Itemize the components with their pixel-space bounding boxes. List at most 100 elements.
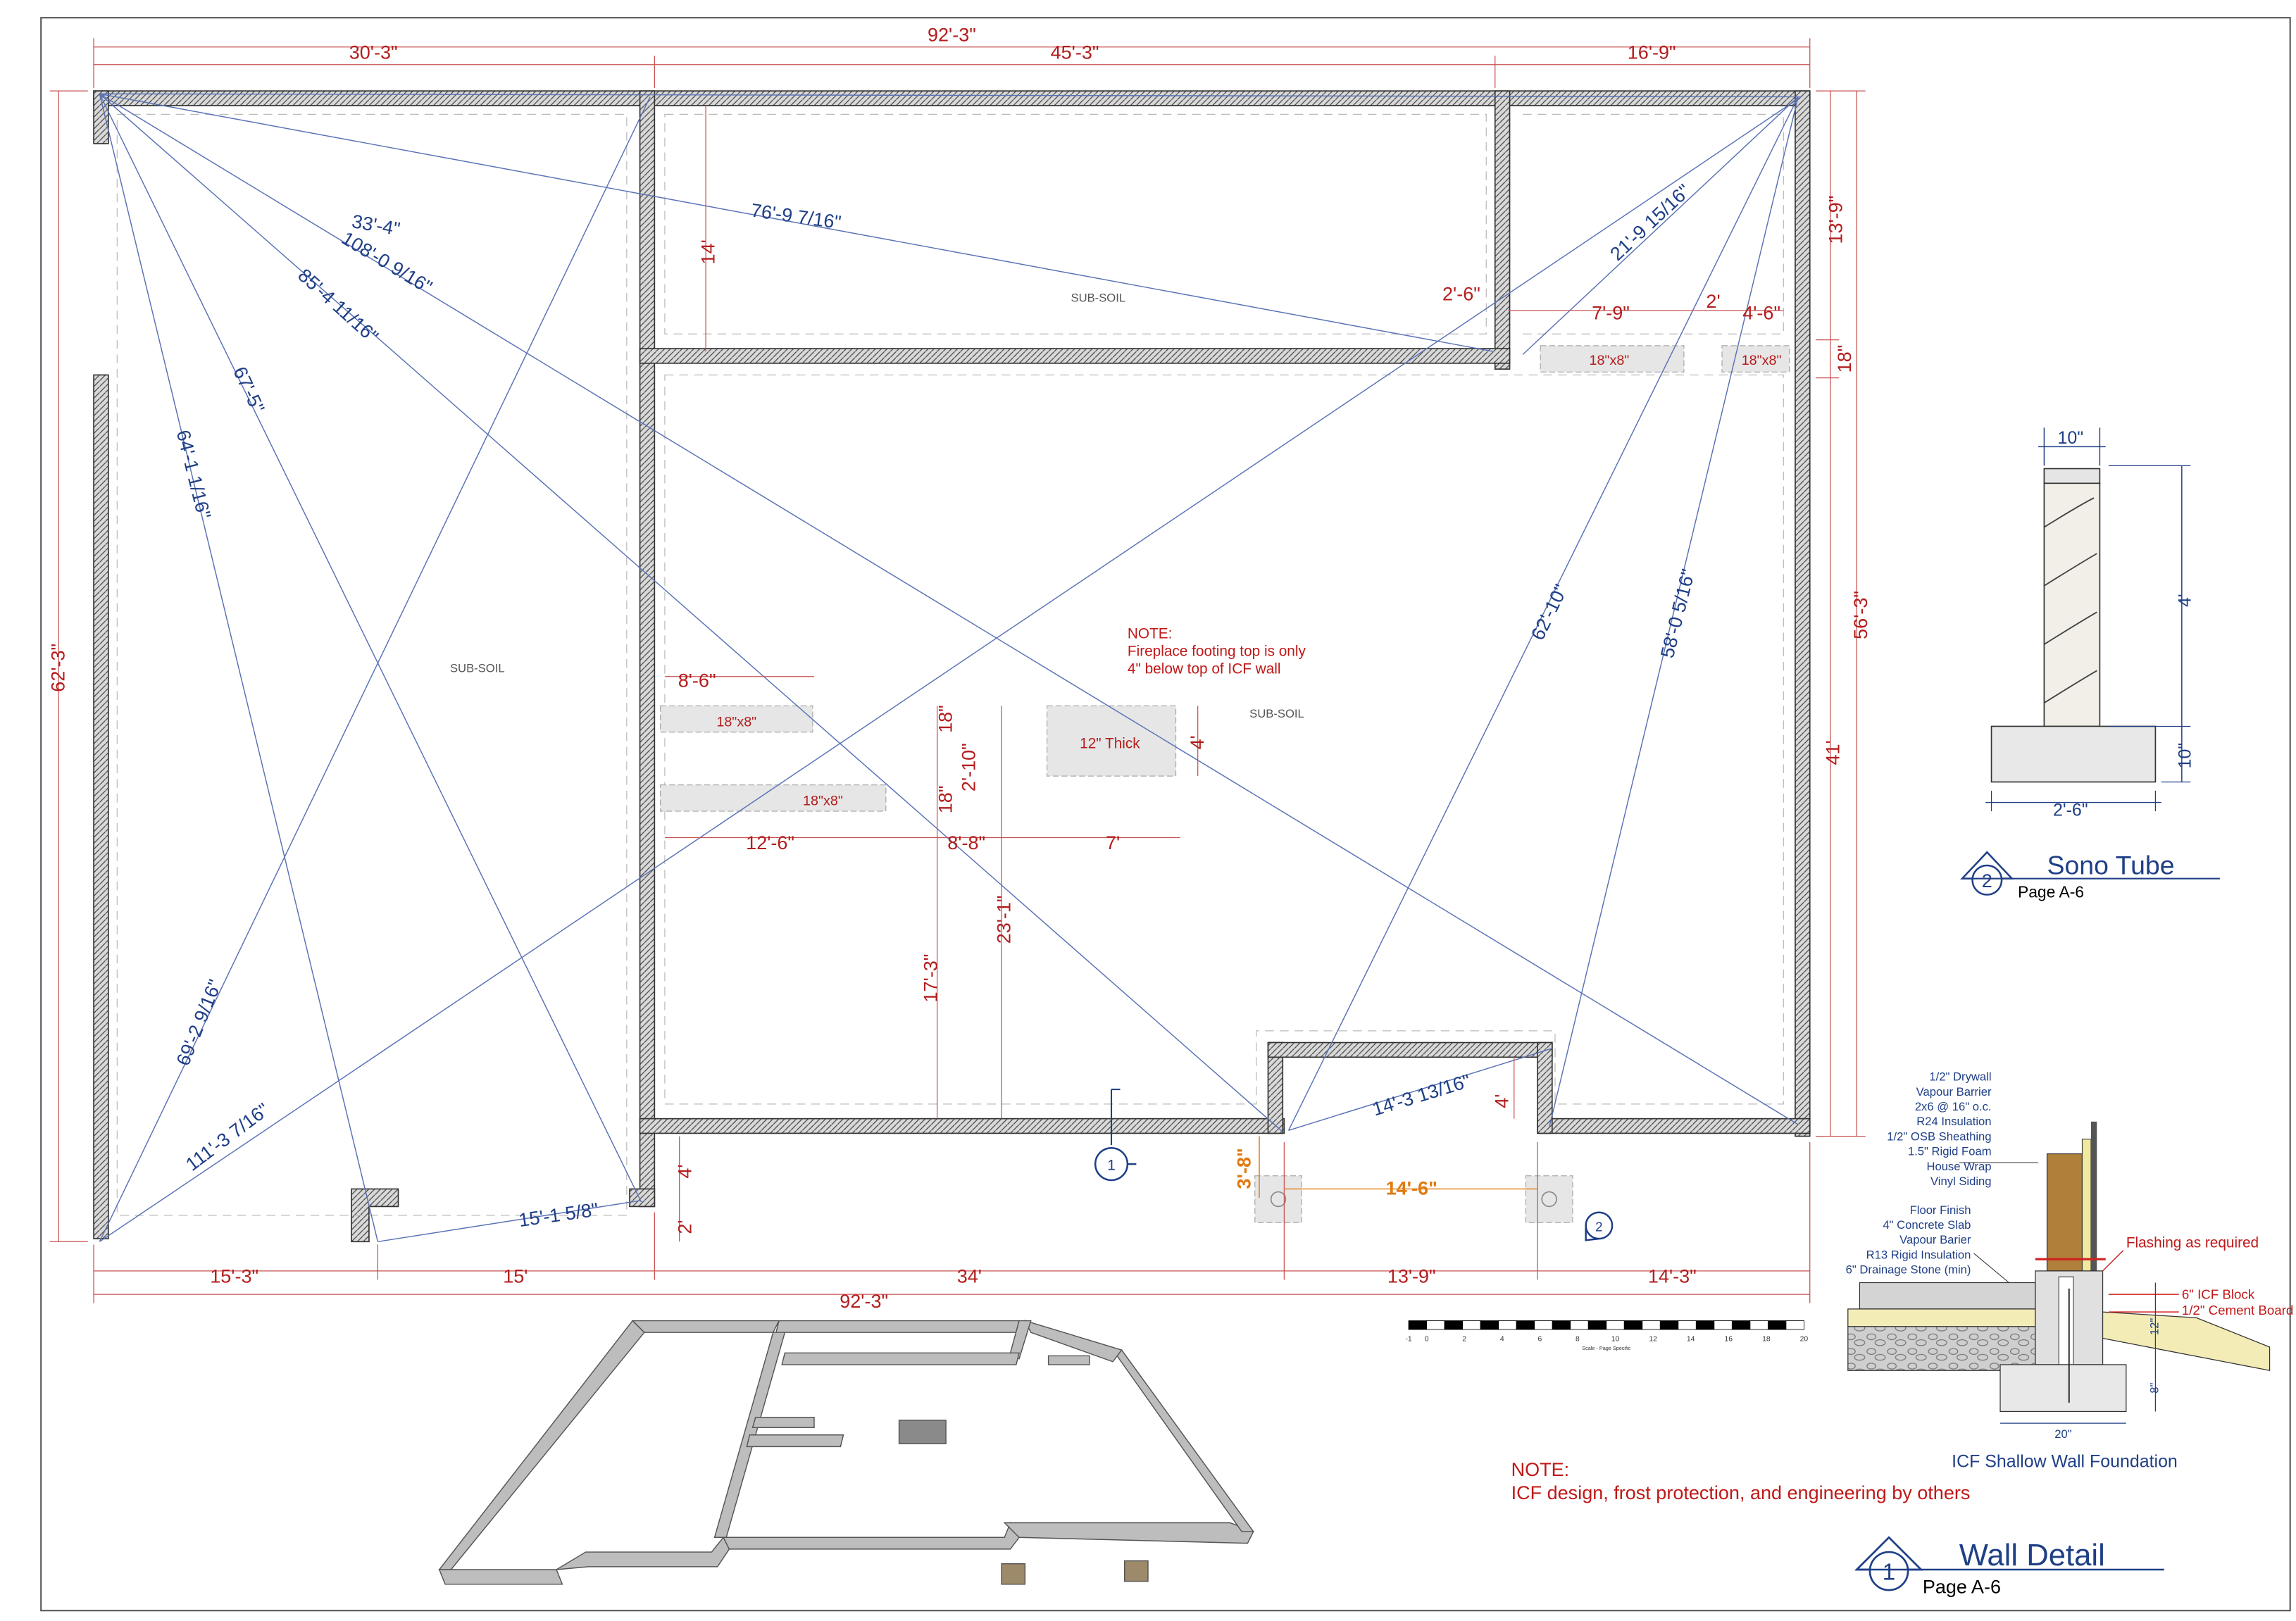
dim-interior-7-9: 7'-9" <box>1592 302 1630 323</box>
dim-interior-18a: 18" <box>935 705 956 733</box>
diag-label-13: 15'-1 5/8" <box>517 1198 599 1231</box>
sono-dim-height: 4' <box>2175 594 2195 607</box>
scale-segment <box>1659 1320 1679 1330</box>
wall-dim-20: 20" <box>2054 1427 2071 1441</box>
sheet-border <box>40 17 2291 1612</box>
scale-segment <box>1749 1320 1768 1330</box>
scale-segment <box>1408 1320 1428 1330</box>
scale-tick-label: 8 <box>1576 1336 1580 1344</box>
dim-interior-12-6: 12'-6" <box>746 832 794 853</box>
dim-top-seg-2: 45'-3" <box>1051 42 1099 63</box>
dim-interior-2ft-left: 2' <box>674 1220 695 1234</box>
scale-tick-label: 18 <box>1762 1336 1771 1344</box>
soil-label-top: SUB-SOIL <box>1071 292 1126 305</box>
wall-dim-12: 12" <box>2148 1318 2161 1335</box>
sono-tube-title-block: 2 Sono Tube Page A-6 <box>1960 850 2220 901</box>
wall-layer-label: R24 Insulation <box>1916 1115 1991 1128</box>
wall-layer-label: 2x6 @ 16" o.c. <box>1915 1100 1992 1113</box>
dim-interior-8-6: 8'-6" <box>678 670 716 691</box>
dim-bottom-seg-5: 14'-3" <box>1648 1266 1697 1287</box>
orange-dims <box>1259 1136 1538 1198</box>
scale-segment <box>1552 1320 1571 1330</box>
scale-tick-label: 2 <box>1462 1336 1466 1344</box>
floor-layer-label: 6" Drainage Stone (min) <box>1846 1263 1971 1277</box>
wall-detail-page-ref: Page A-6 <box>1923 1576 2001 1597</box>
sono-title: Sono Tube <box>2047 850 2175 880</box>
block-label-2: 1/2" Cement Board <box>2182 1303 2293 1318</box>
scale-tick-label: 4 <box>1500 1336 1504 1344</box>
wall-layer-label: Vinyl Siding <box>1930 1175 1992 1188</box>
sono-page-ref: Page A-6 <box>2018 883 2084 901</box>
scale-tick-label: 16 <box>1724 1336 1733 1344</box>
fireplace-note-line-2: Fireplace footing top is only <box>1128 644 1306 660</box>
section-callout-2[interactable]: 2 <box>1585 1211 1614 1241</box>
footing-1 <box>1540 345 1685 373</box>
wall-bump-bottom <box>639 348 1511 364</box>
dim-interior-4ft-jog: 4' <box>1491 1094 1512 1108</box>
footing-fireplace <box>1046 705 1177 777</box>
scale-segment <box>1785 1320 1804 1330</box>
fireplace-note: NOTE: Fireplace footing top is only 4" b… <box>1128 626 1306 677</box>
sono-tube-detail: 10" 4' 10" 2'-6" <box>1985 427 2195 820</box>
scale-segment <box>1570 1320 1589 1330</box>
general-note-heading: NOTE: <box>1511 1459 1570 1480</box>
scale-tick-label: -1 <box>1405 1336 1411 1344</box>
wall-bottom-right <box>1537 1118 1811 1134</box>
footing-4 <box>660 784 887 812</box>
dim-right-seg-1: 13'-9" <box>1825 196 1846 244</box>
scale-tick-label: 20 <box>1800 1336 1809 1344</box>
scale-tick-label: 14 <box>1687 1336 1695 1344</box>
dim-sono-spacing: 14'-6" <box>1386 1178 1437 1199</box>
general-note-body: ICF design, frost protection, and engine… <box>1511 1482 1971 1503</box>
wall-detail-title-block: 1 Wall Detail Page A-6 <box>1854 1536 2164 1597</box>
dim-bottom-total: 92'-3" <box>840 1291 888 1312</box>
dim-interior-18b: 18" <box>935 786 956 814</box>
sono-title-num: 2 <box>1982 870 1992 891</box>
dim-interior-4ft-fireplace: 4' <box>1187 735 1208 749</box>
scale-segment <box>1587 1320 1607 1330</box>
footing-label-2: 18"x8" <box>1742 353 1782 368</box>
dim-interior-2-10: 2'-10" <box>959 743 980 791</box>
fireplace-note-line-3: 4" below top of ICF wall <box>1128 661 1281 677</box>
wall-layer-label: 1/2" Drywall <box>1929 1070 1991 1084</box>
scale-segment <box>1444 1320 1464 1330</box>
dimension-lines <box>49 38 1866 1303</box>
soil-label-left: SUB-SOIL <box>450 662 505 675</box>
wall-inner-vertical <box>639 90 656 1208</box>
section-callout-1[interactable]: 1 <box>1094 1089 1137 1182</box>
scale-segment <box>1623 1320 1643 1330</box>
dim-interior-4ft-left: 4' <box>674 1164 695 1178</box>
dim-top-total: 92'-3" <box>928 24 976 45</box>
scale-tick-label: 6 <box>1537 1336 1542 1344</box>
dim-interior-17-3: 17'-3" <box>921 954 942 1003</box>
scale-caption: Scale - Page Specific <box>1582 1345 1630 1351</box>
isometric-view <box>438 1320 1255 1585</box>
fireplace-note-line-1: NOTE: <box>1128 626 1173 642</box>
scale-segment <box>1695 1320 1715 1330</box>
soil-label-center: SUB-SOIL <box>1249 707 1304 720</box>
scale-segment <box>1516 1320 1535 1330</box>
diag-label-11: 58'-0 5/16" <box>1657 567 1699 660</box>
footing-label-fireplace: 12" Thick <box>1080 736 1140 752</box>
dim-interior-7ft: 7' <box>1106 832 1120 853</box>
diagonal-lines <box>99 93 1802 1243</box>
dim-left-total: 62'-3" <box>47 644 68 692</box>
wall-detail-title: Wall Detail <box>1959 1538 2105 1572</box>
diag-label-10: 62'-10" <box>1527 581 1572 644</box>
dim-bottom-seg-4: 13'-9" <box>1387 1266 1436 1287</box>
floor-layer-label: Vapour Barier <box>1899 1233 1971 1246</box>
dim-interior-2-6: 2'-6" <box>1442 283 1480 304</box>
scale-tick-label: 12 <box>1649 1336 1657 1344</box>
scale-segment <box>1731 1320 1751 1330</box>
scale-segment <box>1642 1320 1661 1330</box>
wall-left-long <box>93 374 109 1239</box>
dim-bottom-seg-2: 15' <box>503 1266 528 1287</box>
floor-layer-label: R13 Rigid Insulation <box>1866 1248 1971 1261</box>
dim-right-seg-3: 56'-3" <box>1850 591 1871 639</box>
dim-interior-4-6: 4'-6" <box>1742 302 1780 323</box>
sono-dim-width: 2'-6" <box>2053 800 2088 820</box>
scale-segment <box>1534 1320 1553 1330</box>
